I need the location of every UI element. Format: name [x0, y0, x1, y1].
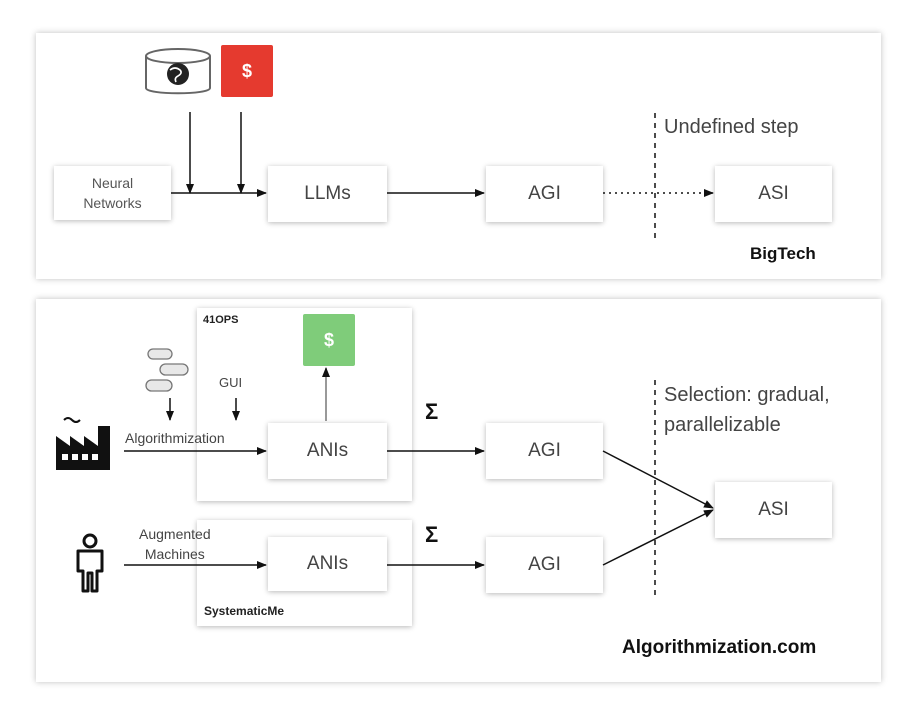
algorithmization-label: Algorithmization — [125, 430, 225, 446]
algorithmization-brand: Algorithmization.com — [622, 637, 817, 658]
factory-icon — [56, 417, 110, 470]
container-systematicme-title: SystematicMe — [204, 604, 285, 618]
asi-box-bottom: ASI — [715, 482, 832, 538]
arrow-agi2-to-asi — [602, 509, 714, 566]
sigma-2: Σ — [425, 522, 439, 547]
asi-box-top: ASI — [715, 166, 832, 222]
neural-networks-label: Neural Networks — [83, 175, 142, 211]
neural-networks-box: Neural Networks — [54, 166, 171, 220]
sigma-1: Σ — [425, 399, 439, 424]
anis-label-2: ANIs — [306, 553, 349, 574]
agi-label-1: AGI — [528, 440, 561, 461]
database-globe-icon — [145, 48, 211, 95]
llms-box: LLMs — [268, 166, 387, 222]
agi-box-top: AGI — [486, 166, 603, 222]
dollar-icon: $ — [303, 314, 355, 366]
undefined-step-label: Undefined step — [664, 116, 799, 138]
anis-label-1: ANIs — [306, 440, 349, 461]
asi-label-top: ASI — [758, 183, 789, 204]
bigtech-brand: BigTech — [750, 244, 816, 263]
anis-box-1: ANIs — [268, 423, 387, 479]
gui-label: GUI — [219, 375, 243, 390]
anis-box-2: ANIs — [268, 537, 387, 591]
container-41ops-title: 41OPS — [203, 314, 239, 326]
asi-label-bottom: ASI — [758, 499, 789, 520]
selection-label: Selection: gradual, parallelizable — [664, 384, 830, 436]
person-icon — [76, 533, 104, 593]
agi-box-2: AGI — [486, 537, 603, 593]
agi-label-top: AGI — [528, 183, 561, 204]
llms-label: LLMs — [304, 183, 351, 204]
agi-box-1: AGI — [486, 423, 603, 479]
arrow-agi1-to-asi — [602, 450, 714, 509]
dollar-icon: $ — [221, 45, 273, 97]
agi-label-2: AGI — [528, 554, 561, 575]
augmented-machines-label: Augmented Machines — [139, 526, 211, 562]
database-stack-icon — [145, 348, 189, 392]
